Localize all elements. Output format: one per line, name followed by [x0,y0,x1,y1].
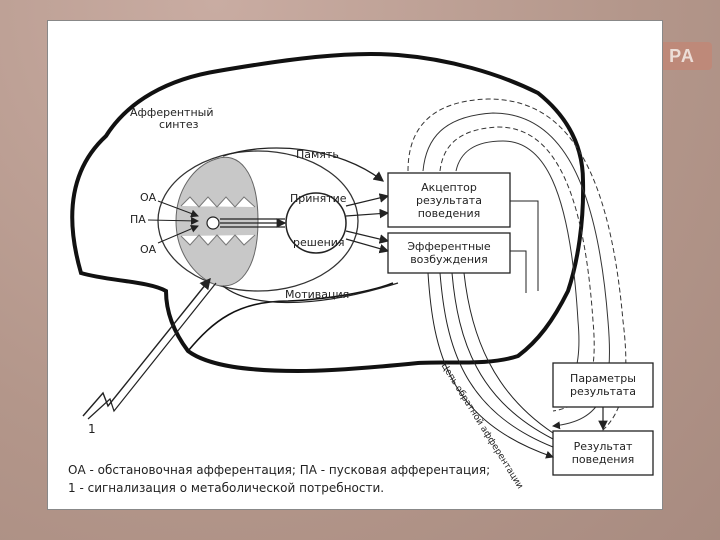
legend-line1: ОА - обстановочная афферентация; ПА - пу… [68,463,491,477]
result-line2: поведения [571,453,635,466]
oa-top-label: ОА [140,191,157,204]
metabolic-signal-arrow [82,277,211,417]
acceptor-side-line [510,200,539,291]
legend-line2: 1 - сигнализация о метаболической потреб… [68,481,385,495]
brain-outline [70,51,586,374]
decision-to-efferent-arrow-1 [345,230,390,244]
acceptor-line3: поведения [417,207,481,220]
acceptor-box-text: Акцептор результата поведения [388,181,510,220]
efferent-side-line [510,250,527,293]
efferent-to-result-line-4 [463,272,554,434]
efferent-box-text: Эфферентные возбуждения [388,240,510,266]
decision-label-line1: Принятие [290,192,347,205]
diagram-drawing [70,51,654,476]
result-box [552,430,654,476]
efferent-line1: Эфферентные [407,240,491,253]
oa-bottom-arrow [157,225,199,244]
efferent-to-result-line-1 [427,272,554,459]
motivation-arc [222,282,399,304]
acceptor-line2: результата [416,194,482,207]
params-line2: результата [570,385,636,398]
result-line1: Результат [573,440,633,453]
result-box-text: Результат поведения [553,440,653,466]
motivation-label: Мотивация [285,288,350,301]
decision-to-acceptor-arrow-2 [345,208,390,219]
synthesis-zigzag-top [180,196,256,208]
memory-arrow [222,147,385,182]
marker-1-label: 1 [88,422,96,436]
brainstem-curve [187,282,394,352]
acceptor-box [387,172,511,228]
decision-to-efferent-arrow-2 [345,238,390,254]
acceptor-line1: Акцептор [421,181,477,194]
efferent-to-result-line-2 [439,272,554,448]
efferent-box [387,232,511,274]
efferent-line2: возбуждения [410,253,488,266]
decision-to-acceptor-arrow-1 [345,193,390,207]
params-box-text: Параметры результата [553,372,653,398]
pa-arrow [147,216,199,225]
afferent-synthesis-label-line1: Афферентный [130,106,214,119]
pa-label: ПА [130,213,146,226]
memory-label: Память [296,148,339,161]
afferent-synthesis-label-line2: синтез [159,118,199,131]
metabolic-signal-line [87,282,217,420]
efferent-to-result-line-3 [451,272,554,440]
oa-top-arrow [157,200,199,218]
oa-bottom-label: ОА [140,243,157,256]
params-line1: Параметры [570,372,636,385]
pa-node [206,216,220,230]
feedback-dashed-1 [407,98,627,454]
decision-label-line2: решения [293,236,345,249]
synthesis-oval [157,150,359,292]
diagram-slide: Афферентный синтез Память Принятие решен… [47,20,663,510]
synthesis-zigzag-bottom [180,234,256,246]
afferent-synthesis-label: Афферентный синтез [130,107,213,131]
